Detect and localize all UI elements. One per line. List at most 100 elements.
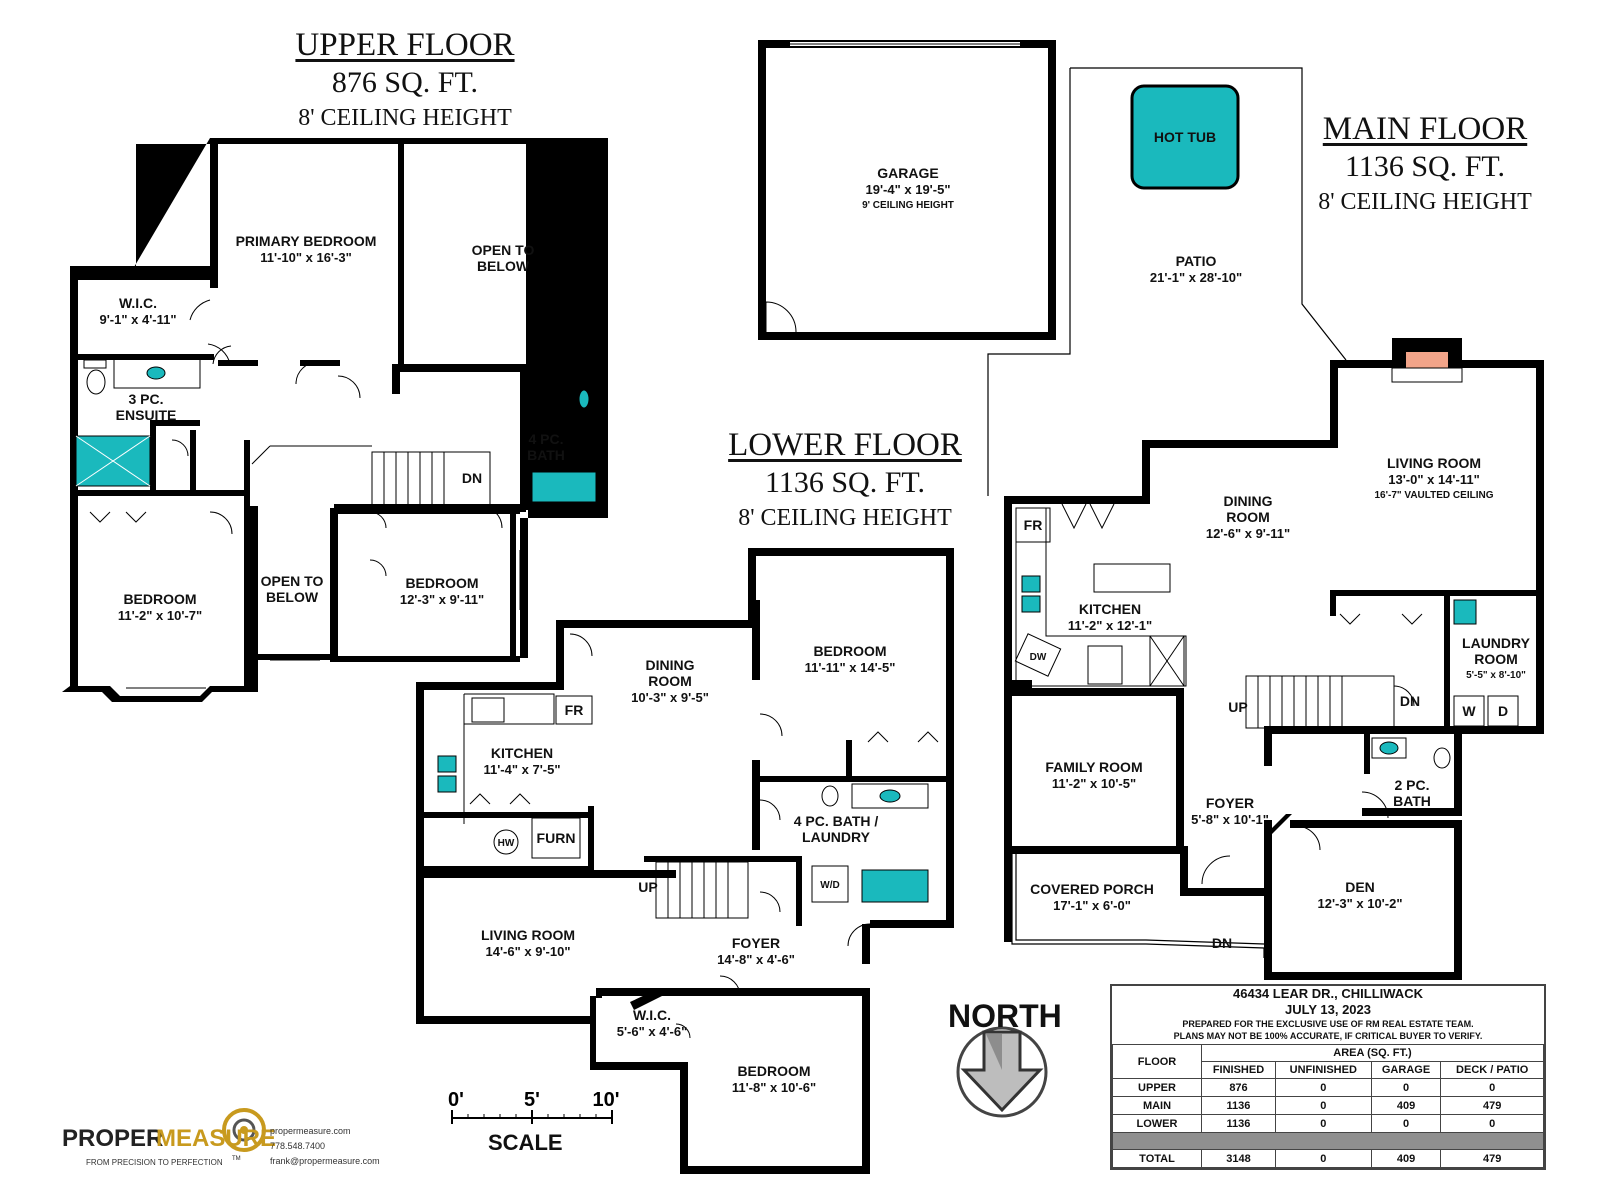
fireplace [1406,352,1448,368]
lower-kitchen-name: KITCHEN [491,745,553,761]
area-total-cell: 409 [1370,1149,1442,1168]
upper-bedroom-left-size: 11'-2" x 10'-7" [118,608,202,623]
area-cell: 0 [1370,1078,1442,1097]
lower-floor-ceiling: 8' CEILING HEIGHT [738,505,952,531]
main-porch-dn: DN [1212,935,1232,951]
main-den-size: 12'-3" x 10'-2" [1317,896,1402,911]
main-bath2-line2: BATH [1393,793,1431,809]
upper-open-to-below-1-line2: BELOW [477,258,530,274]
area-cell: LOWER [1112,1114,1202,1133]
lower-floor-area: 1136 SQ. FT. [764,466,926,499]
lower-dining-line2: ROOM [648,673,692,689]
info-block: 46434 LEAR DR., CHILLIWACK JULY 13, 2023… [1110,984,1546,1170]
main-fridge-label: FR [1024,517,1043,533]
area-cell: 0 [1440,1114,1544,1133]
area-cell: UPPER [1112,1078,1202,1097]
main-dining-line2: ROOM [1226,509,1270,525]
lower-living-name: LIVING ROOM [481,927,575,943]
lower-bath-laundry-line2: LAUNDRY [802,829,871,845]
main-bath2-line1: 2 PC. [1394,777,1429,793]
upper-bath-line1: 4 PC. [528,431,563,447]
main-patio-size: 21'-1" x 28'-10" [1150,270,1242,285]
upper-bedroom-left-name: BEDROOM [123,591,196,607]
main-porch-name: COVERED PORCH [1030,881,1154,897]
logo-website: propermeasure.com [270,1126,351,1136]
upper-ensuite-line1: 3 PC. [128,391,163,407]
area-total-cell: 0 [1274,1149,1372,1168]
lower-kitchen-size: 11'-4" x 7'-5" [483,762,560,777]
lower-hot-water-label: HW [498,838,515,849]
area-cell: 409 [1370,1096,1442,1115]
upper-room-labels: PRIMARY BEDROOM 11'-10" x 16'-3" OPEN TO… [99,233,564,623]
info-date: JULY 13, 2023 [1284,1002,1372,1017]
hot-tub-label: HOT TUB [1154,129,1216,145]
upper-primary-bedroom-name: PRIMARY BEDROOM [236,233,377,249]
area-total-cell: 479 [1440,1149,1544,1168]
upper-open-to-below-2-line2: BELOW [266,589,319,605]
lower-fridge-label: FR [565,702,584,718]
lower-living-size: 14'-6" x 9'-10" [485,944,570,959]
lower-furnace-label: FURN [537,830,576,846]
lower-foyer-name: FOYER [732,935,780,951]
scale-tick-10: 10' [592,1089,619,1111]
lower-dining-line1: DINING [646,657,695,673]
main-living-name: LIVING ROOM [1387,455,1481,471]
area-cell: 0 [1274,1078,1372,1097]
main-patio-name: PATIO [1176,253,1217,269]
main-family-name: FAMILY ROOM [1045,759,1142,775]
upper-stairs [247,445,491,510]
lower-washer-dryer-label: W/D [820,880,839,891]
main-garage-ceiling: 9' CEILING HEIGHT [862,200,954,211]
area-cell: 1136 [1201,1096,1276,1115]
main-floor-area: 1136 SQ. FT. [1344,150,1506,183]
upper-stairs-dn: DN [462,470,482,486]
lower-wic-name: W.I.C. [633,1007,671,1023]
main-dining-size: 12'-6" x 9'-11" [1206,526,1290,541]
upper-wic-name: W.I.C. [119,295,157,311]
main-family-size: 11'-2" x 10'-5" [1052,776,1136,791]
lower-wic-size: 5'-6" x 4'-6" [617,1024,688,1039]
hot-tub [1130,84,1240,190]
info-note-1: PREPARED FOR THE EXCLUSIVE USE OF RM REA… [1182,1019,1474,1029]
lower-bathtub [861,869,929,903]
main-floor-plan [758,40,1544,980]
main-garage-name: GARAGE [877,165,938,181]
lower-stairs-up: UP [638,879,657,895]
area-header: AREA (SQ. FT.) [1201,1044,1544,1062]
lower-bedroom-top-size: 11'-11" x 14'-5" [805,660,896,675]
area-col-unfinished: UNFINISHED [1274,1061,1372,1079]
scale-tick-5: 5' [524,1089,540,1111]
main-floor-ceiling: 8' CEILING HEIGHT [1318,189,1532,215]
main-living-ceiling: 16'-7" VAULTED CEILING [1375,490,1494,501]
area-cell: 876 [1201,1078,1276,1097]
main-stairs [1245,675,1395,729]
upper-floor-area: 876 SQ. FT. [331,66,479,99]
area-cell: 0 [1370,1114,1442,1133]
lower-bedroom-top-name: BEDROOM [813,643,886,659]
upper-floor-title: UPPER FLOOR 876 SQ. FT. 8' CEILING HEIGH… [250,26,560,134]
north-label: NORTH [948,998,1062,1034]
upper-floor-ceiling: 8' CEILING HEIGHT [298,105,512,131]
area-cell: 479 [1440,1096,1544,1115]
main-floor-title: MAIN FLOOR 1136 SQ. FT. 8' CEILING HEIGH… [1290,110,1560,218]
area-total-cell: 3148 [1201,1149,1276,1168]
propermeasure-logo: PROPER MEASURE TM FROM PRECISION TO PERF… [62,1108,380,1167]
info-note-2: PLANS MAY NOT BE 100% ACCURATE, IF CRITI… [1173,1031,1483,1041]
upper-bedroom-right-size: 12'-3" x 9'-11" [400,592,484,607]
area-table: FLOOR AREA (SQ. FT.) FINISHED UNFINISHED… [1112,1044,1544,1168]
lower-dining-size: 10'-3" x 9'-5" [631,690,709,705]
logo-phone: 778.548.7400 [270,1141,325,1151]
area-total-cell: TOTAL [1112,1149,1202,1168]
main-dining-line1: DINING [1224,493,1273,509]
area-cell: 1136 [1201,1114,1276,1133]
main-laundry-line2: ROOM [1474,651,1518,667]
table-total-row: TOTAL 3148 0 409 479 [1112,1149,1544,1168]
lower-floor-heading: LOWER FLOOR [728,427,962,463]
area-col-finished: FINISHED [1201,1061,1276,1079]
main-washer-label: W [1462,703,1476,719]
table-row: UPPER 876 0 0 0 [1112,1078,1544,1097]
logo-brand-b: MEASURE [156,1125,276,1152]
area-cell: 0 [1274,1096,1372,1115]
main-kitchen-name: KITCHEN [1079,601,1141,617]
area-cell: 0 [1274,1114,1372,1133]
